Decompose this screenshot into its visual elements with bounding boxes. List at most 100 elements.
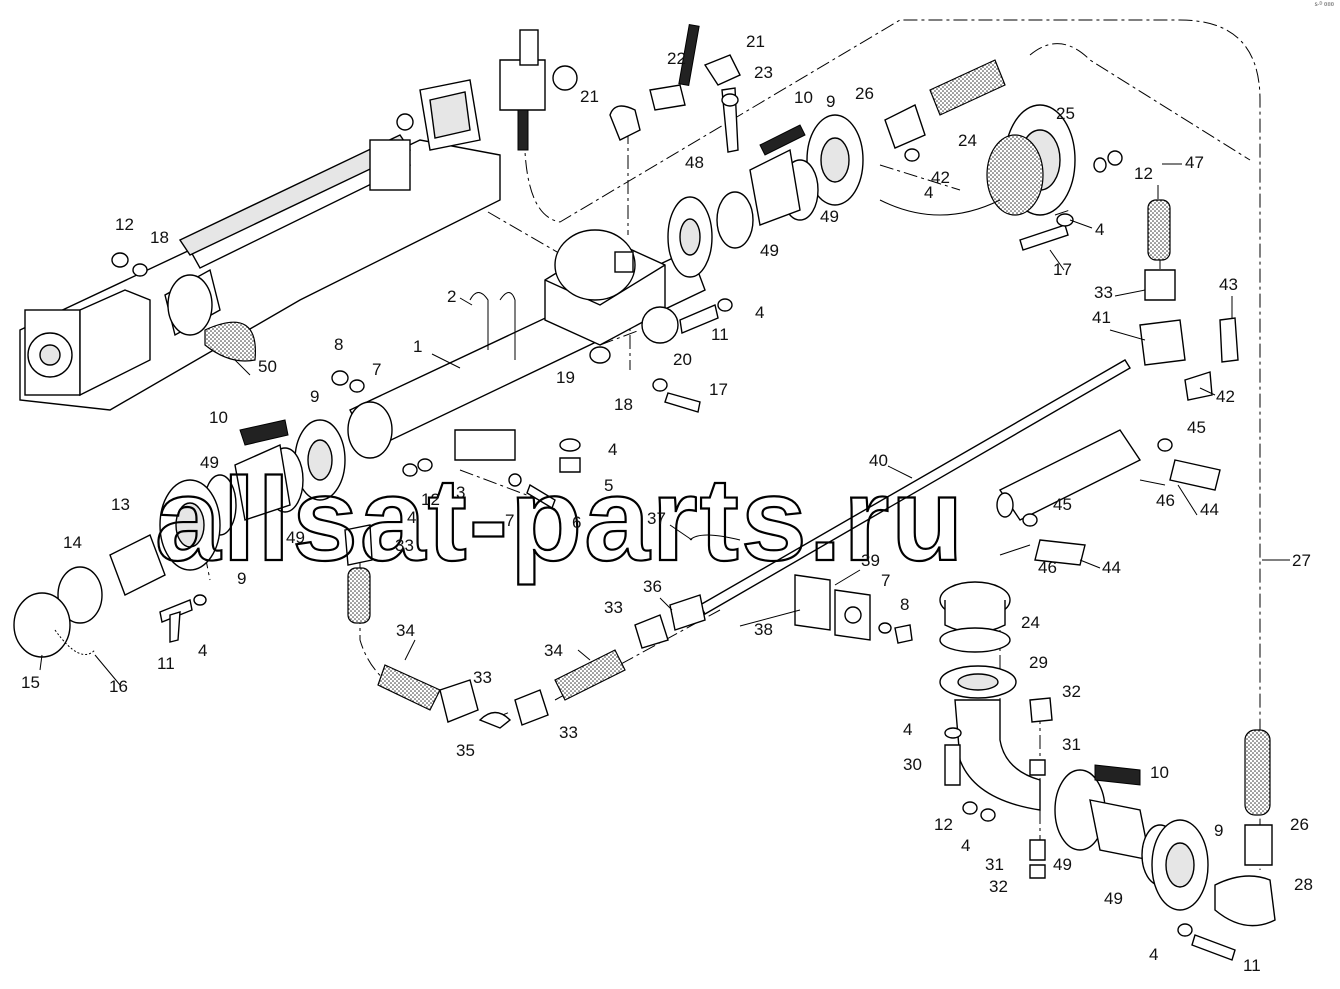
- main-pipe: [347, 196, 713, 459]
- bracket: [794, 574, 913, 644]
- callout-3: 3: [456, 483, 465, 502]
- callout-26: 26: [1290, 815, 1309, 834]
- callout-33: 33: [604, 598, 623, 617]
- callout-7: 7: [372, 360, 381, 379]
- callout-19: 19: [556, 368, 575, 387]
- callout-9: 9: [310, 387, 319, 406]
- callout-4: 4: [198, 641, 207, 660]
- callout-16: 16: [109, 677, 128, 696]
- watermark: allsat-parts.ru: [155, 454, 965, 586]
- callout-11: 11: [157, 654, 175, 673]
- upper-valve-assembly: [609, 24, 741, 153]
- callout-12: 12: [1134, 164, 1153, 183]
- callout-9: 9: [237, 569, 246, 588]
- callout-44: 44: [1102, 558, 1121, 577]
- callout-6: 6: [572, 513, 581, 532]
- callout-34: 34: [544, 641, 563, 660]
- lower-left-coupling: [13, 419, 346, 658]
- callout-23: 23: [754, 63, 773, 82]
- callout-43: 43: [1219, 275, 1238, 294]
- machine-frame: [19, 29, 578, 411]
- callout-8: 8: [900, 595, 909, 614]
- callout-21: 21: [580, 87, 599, 106]
- callout-12: 12: [421, 490, 440, 509]
- upper-right-valve: [716, 59, 1123, 251]
- callout-4: 4: [1149, 945, 1158, 964]
- callout-49: 49: [760, 241, 779, 260]
- callout-49: 49: [286, 528, 305, 547]
- callout-8: 8: [334, 335, 343, 354]
- callout-33: 33: [395, 536, 414, 555]
- center-hardware: [111, 252, 733, 643]
- callout-49: 49: [200, 453, 219, 472]
- corner-mark: s·ᴰ ¤¤¤: [1314, 2, 1334, 8]
- callout-12: 12: [934, 815, 953, 834]
- callout-18: 18: [614, 395, 633, 414]
- callout-29: 29: [1029, 653, 1048, 672]
- callout-22: 22: [667, 49, 686, 68]
- callout-4: 4: [755, 303, 764, 322]
- callout-30: 30: [903, 755, 922, 774]
- callout-24: 24: [958, 131, 977, 150]
- callout-4: 4: [903, 720, 912, 739]
- callout-9: 9: [826, 92, 835, 111]
- callout-20: 20: [673, 350, 692, 369]
- callout-31: 31: [1062, 735, 1081, 754]
- callout-4: 4: [608, 440, 617, 459]
- callout-45: 45: [1053, 495, 1072, 514]
- callout-37: 37: [647, 509, 666, 528]
- callout-27: 27: [1292, 551, 1311, 570]
- callout-33: 33: [1094, 283, 1113, 302]
- callout-4: 4: [1095, 220, 1104, 239]
- long-pipe-and-cylinder: [699, 359, 1221, 615]
- callout-25: 25: [1056, 104, 1075, 123]
- callout-35: 35: [456, 741, 475, 760]
- callout-1: 1: [413, 337, 422, 356]
- callout-49: 49: [1053, 855, 1072, 874]
- callout-26: 26: [855, 84, 874, 103]
- callout-7: 7: [881, 571, 890, 590]
- callout-33: 33: [473, 668, 492, 687]
- callout-46: 46: [1038, 558, 1057, 577]
- callout-4: 4: [961, 836, 970, 855]
- callout-11: 11: [1243, 956, 1261, 975]
- lower-right-valve: [939, 581, 1276, 961]
- callout-49: 49: [1104, 889, 1123, 908]
- callout-4: 4: [407, 508, 416, 527]
- callout-46: 46: [1156, 491, 1175, 510]
- callout-2: 2: [447, 287, 456, 306]
- right-hose-fittings: [1139, 199, 1239, 401]
- callout-4: 4: [924, 183, 933, 202]
- callout-9: 9: [1214, 821, 1223, 840]
- callout-12: 12: [115, 215, 134, 234]
- callout-39: 39: [861, 551, 880, 570]
- callout-47: 47: [1185, 153, 1204, 172]
- callout-42: 42: [931, 168, 950, 187]
- callout-36: 36: [643, 577, 662, 596]
- callout-45: 45: [1187, 418, 1206, 437]
- callout-5: 5: [604, 476, 613, 495]
- callout-40: 40: [869, 451, 888, 470]
- callout-17: 17: [709, 380, 728, 399]
- callout-15: 15: [21, 673, 40, 692]
- leader-lines: [39, 163, 1290, 686]
- callout-33: 33: [559, 723, 578, 742]
- callout-41: 41: [1092, 308, 1111, 327]
- callout-labels: 1 2 3 4 4 4 4 4 4 4 4 4 4 5 6 7 7 7 8 8 …: [21, 32, 1313, 975]
- callout-34: 34: [396, 621, 415, 640]
- callout-32: 32: [1062, 682, 1081, 701]
- callout-44: 44: [1200, 500, 1219, 519]
- callout-10: 10: [794, 88, 813, 107]
- callout-10: 10: [209, 408, 228, 427]
- callout-38: 38: [754, 620, 773, 639]
- callout-50: 50: [258, 357, 277, 376]
- callout-11: 11: [711, 325, 729, 344]
- callout-18: 18: [150, 228, 169, 247]
- callout-14: 14: [63, 533, 82, 552]
- callout-21: 21: [746, 32, 765, 51]
- callout-10: 10: [1150, 763, 1169, 782]
- callout-42: 42: [1216, 387, 1235, 406]
- callout-17: 17: [1053, 260, 1072, 279]
- callout-7: 7: [505, 511, 514, 530]
